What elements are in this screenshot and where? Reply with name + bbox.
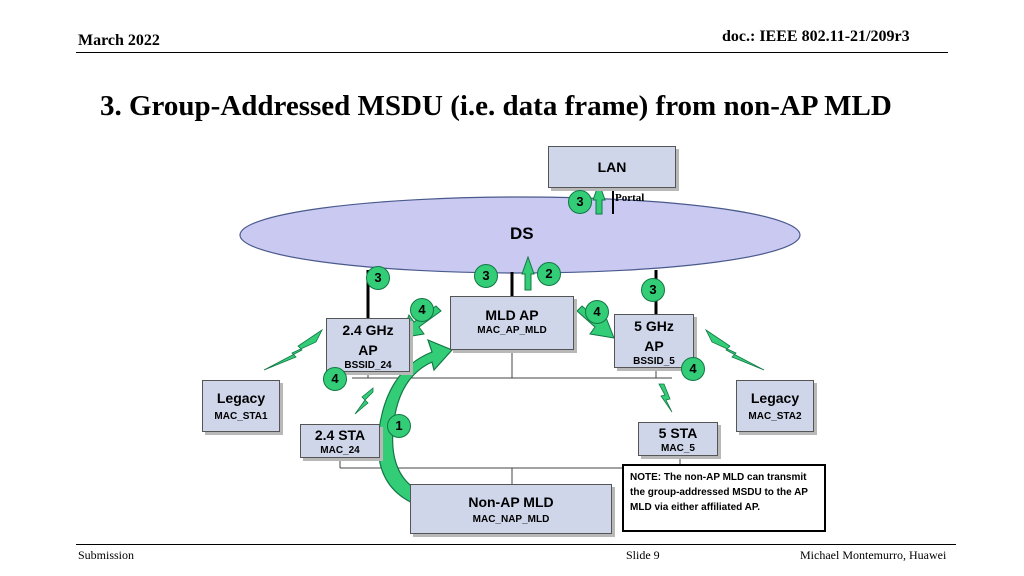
legacy-sta1-name: Legacy [216,390,266,406]
non-ap-mld-mac: MAC_NAP_MLD [472,514,550,525]
sta-24-box: 2.4 STA MAC_24 [300,424,380,458]
portal-label: Portal [615,192,645,204]
sta-5-name: 5 STA [658,425,698,441]
legacy-sta1-box: Legacy MAC_STA1 [202,380,280,432]
ds-label: DS [510,224,534,243]
lan-label: LAN [597,159,627,175]
mld-ap-box: MLD AP MAC_AP_MLD [450,296,574,350]
ap-5ghz-name1: 5 GHz [634,318,674,334]
sta-24-name: 2.4 STA [314,427,366,443]
mld-ap-mac: MAC_AP_MLD [477,325,547,336]
ap-24ghz-bssid: BSSID_24 [344,360,392,371]
sta-24-mac: MAC_24 [320,445,360,456]
header-rule [76,52,948,53]
step-badge-4-24sta: 4 [323,367,347,391]
step-badge-ds-right: 3 [641,278,665,302]
step-badge-ds-left: 3 [366,266,390,290]
step-badge-4-5sta: 4 [681,357,705,381]
sta-5-box: 5 STA MAC_5 [638,422,718,456]
lightning-icon-24ap-legacy [263,328,324,371]
legacy-sta1-mac: MAC_STA1 [214,411,268,422]
lan-box: LAN [548,146,676,188]
ap-5ghz-name2: AP [644,338,664,354]
step-badge-mld-up: 2 [537,262,561,286]
ap-24ghz-name1: 2.4 GHz [342,322,394,338]
lightning-icon-24ap-sta [354,387,374,415]
legacy-sta2-box: Legacy MAC_STA2 [736,380,814,432]
ap-5ghz-box: 5 GHz AP BSSID_5 [614,314,694,368]
footer-author: Michael Montemurro, Huawei [800,548,947,562]
footer-submission: Submission [78,548,135,562]
step-badge-4-right: 4 [585,300,609,324]
step-badge-ds-mid: 3 [474,264,498,288]
mld-up-arrow [521,255,535,291]
ap-24ghz-box: 2.4 GHz AP BSSID_24 [326,318,410,372]
header-doc-id: doc.: IEEE 802.11-21/209r3 [722,28,910,45]
step-badge-4-left: 4 [410,298,434,322]
lightning-icon-5ap-sta [658,383,673,413]
ap-5ghz-bssid: BSSID_5 [633,356,675,367]
ap-24ghz-name2: AP [358,342,378,358]
non-ap-mld-box: Non-AP MLD MAC_NAP_MLD [410,484,612,534]
footer-slide-number: Slide 9 [626,548,660,562]
slide-title: 3. Group-Addressed MSDU (i.e. data frame… [100,90,892,122]
non-ap-mld-name: Non-AP MLD [468,494,554,510]
legacy-sta2-mac: MAC_STA2 [748,411,802,422]
footer-rule [76,544,956,545]
mld-ap-name: MLD AP [485,307,539,323]
header-date: March 2022 [78,32,160,49]
note-box: NOTE: The non-AP MLD can transmit the gr… [622,464,826,532]
lightning-icon-5ap-legacy [704,328,765,371]
uplink-curve-arrow [377,338,454,513]
step-badge-portal: 3 [568,190,592,214]
legacy-sta2-name: Legacy [750,390,800,406]
step-badge-1: 1 [387,414,411,438]
ds-ellipse [239,196,801,274]
sta-5-mac: MAC_5 [661,443,695,454]
